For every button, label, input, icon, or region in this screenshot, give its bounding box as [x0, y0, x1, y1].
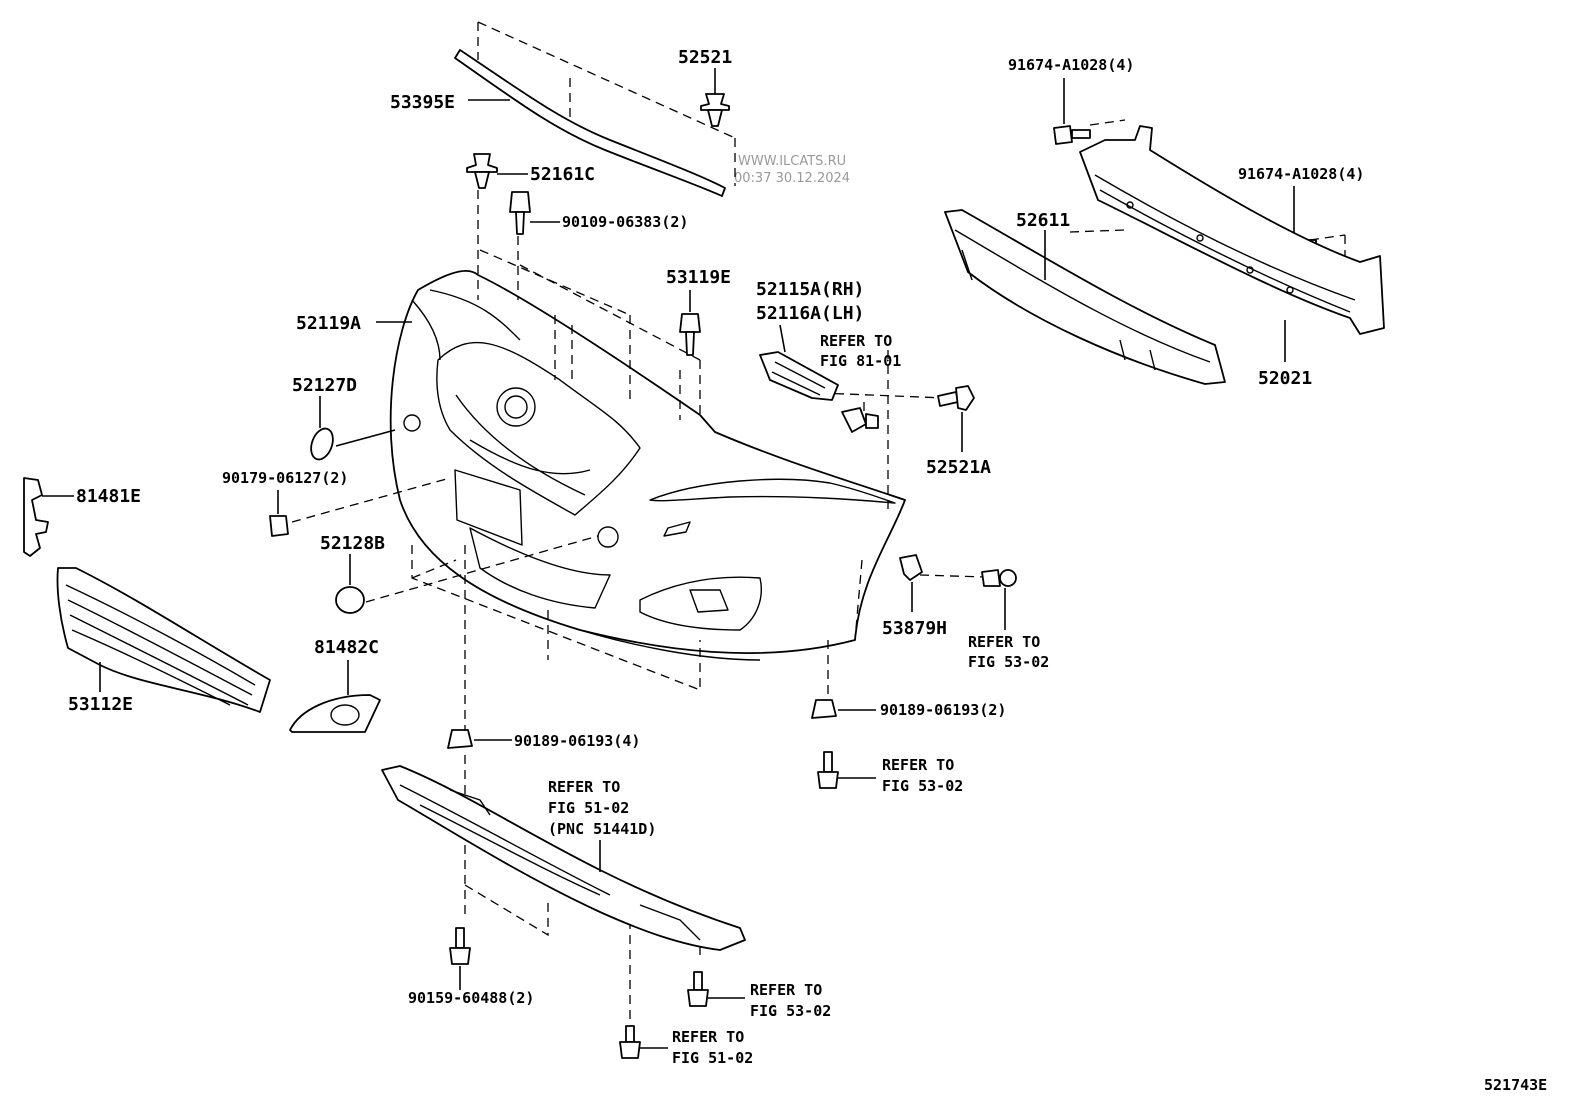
- grille-53112E[interactable]: [56, 567, 271, 713]
- nut-90189-right[interactable]: [811, 699, 837, 719]
- label-52116A: 52116A(LH): [756, 303, 864, 324]
- bracket-52115A-52116A[interactable]: [759, 351, 839, 401]
- molding-53395E[interactable]: [454, 21, 736, 197]
- label-53395E: 53395E: [390, 92, 455, 113]
- bolt-53119E[interactable]: [679, 313, 701, 356]
- bumper-cover-52119A[interactable]: [389, 269, 906, 661]
- ref-53-02-b-line1: REFER TO: [882, 756, 954, 774]
- cap-52128B[interactable]: [335, 586, 365, 614]
- label-52127D: 52127D: [292, 375, 357, 396]
- label-52119A: 52119A: [296, 313, 361, 334]
- nut-90179-06127[interactable]: [269, 515, 289, 537]
- bolt-fig-51-02-bottom[interactable]: [619, 1025, 641, 1059]
- watermark-timestamp: 00:37 30.12.2024: [734, 171, 850, 186]
- label-90179-06127: 90179-06127(2): [222, 469, 348, 487]
- assembly-lines: [411, 119, 1346, 1025]
- label-52161C: 52161C: [530, 164, 595, 185]
- label-52521A: 52521A: [926, 457, 991, 478]
- bolt-90159-60488[interactable]: [449, 927, 471, 965]
- ref-53-02-a-line1: REFER TO: [968, 633, 1040, 651]
- bolt-90109-06383[interactable]: [509, 191, 531, 235]
- bolt-bracket[interactable]: [841, 407, 879, 433]
- label-90109-06383: 90109-06383(2): [562, 213, 688, 231]
- bolt-91674-top[interactable]: [1053, 125, 1091, 145]
- label-53112E: 53112E: [68, 694, 133, 715]
- undercover-51441D[interactable]: [381, 765, 746, 951]
- bracket-81481E[interactable]: [23, 477, 49, 557]
- absorber-52611[interactable]: [944, 209, 1226, 385]
- label-90189-right: 90189-06193(2): [880, 701, 1006, 719]
- ref-53-02-c-line2: FIG 53-02: [750, 1002, 831, 1020]
- label-53879H: 53879H: [882, 618, 947, 639]
- ref-81-01-line2: FIG 81-01: [820, 352, 901, 370]
- line-90179: [291, 477, 451, 523]
- bolt-fig-53-02-bottom[interactable]: [687, 971, 709, 1007]
- label-81482C: 81482C: [314, 637, 379, 658]
- label-52611: 52611: [1016, 210, 1070, 231]
- fog-cover-81482C[interactable]: [289, 694, 381, 733]
- label-91674-top: 91674-A1028(4): [1008, 56, 1134, 74]
- clip-53879H[interactable]: [899, 554, 923, 581]
- ref-53-02-c-line1: REFER TO: [750, 981, 822, 999]
- label-52128B: 52128B: [320, 533, 385, 554]
- cap-52127D[interactable]: [307, 426, 337, 463]
- label-52115A: 52115A(RH): [756, 279, 864, 300]
- clip-52161C[interactable]: [466, 153, 498, 189]
- label-53119E: 53119E: [666, 267, 731, 288]
- label-91674-right: 91674-A1028(4): [1238, 165, 1364, 183]
- leader-52115A: [779, 324, 786, 353]
- bolt-fig-53-02-mid[interactable]: [817, 751, 839, 789]
- watermark-site: WWW.ILCATS.RU: [738, 154, 846, 169]
- ref-51-02-line1: REFER TO: [672, 1028, 744, 1046]
- label-81481E: 81481E: [76, 486, 141, 507]
- figure-id: 521743E: [1484, 1076, 1547, 1094]
- line-52128B: [365, 535, 599, 603]
- ref-81-01-line1: REFER TO: [820, 332, 892, 350]
- ref-51-02-pnc-line1: REFER TO: [548, 778, 620, 796]
- label-52021: 52021: [1258, 368, 1312, 389]
- screw-fig-53-02-right[interactable]: [981, 569, 1017, 587]
- clip-52521[interactable]: [700, 93, 730, 127]
- leader-52127D: [319, 396, 396, 447]
- ref-53-02-a-line2: FIG 53-02: [968, 653, 1049, 671]
- nut-90189-left[interactable]: [447, 729, 473, 749]
- label-90189-left: 90189-06193(4): [514, 732, 640, 750]
- ref-51-02-line2: FIG 51-02: [672, 1049, 753, 1067]
- reinforcement-52021[interactable]: [1079, 125, 1385, 335]
- ref-51-02-pnc-line3: (PNC 51441D): [548, 820, 656, 838]
- ref-51-02-pnc-line2: FIG 51-02: [548, 799, 629, 817]
- label-90159-60488: 90159-60488(2): [408, 989, 534, 1007]
- clip-52521A[interactable]: [937, 385, 975, 411]
- label-52521: 52521: [678, 47, 732, 68]
- ref-53-02-b-line2: FIG 53-02: [882, 777, 963, 795]
